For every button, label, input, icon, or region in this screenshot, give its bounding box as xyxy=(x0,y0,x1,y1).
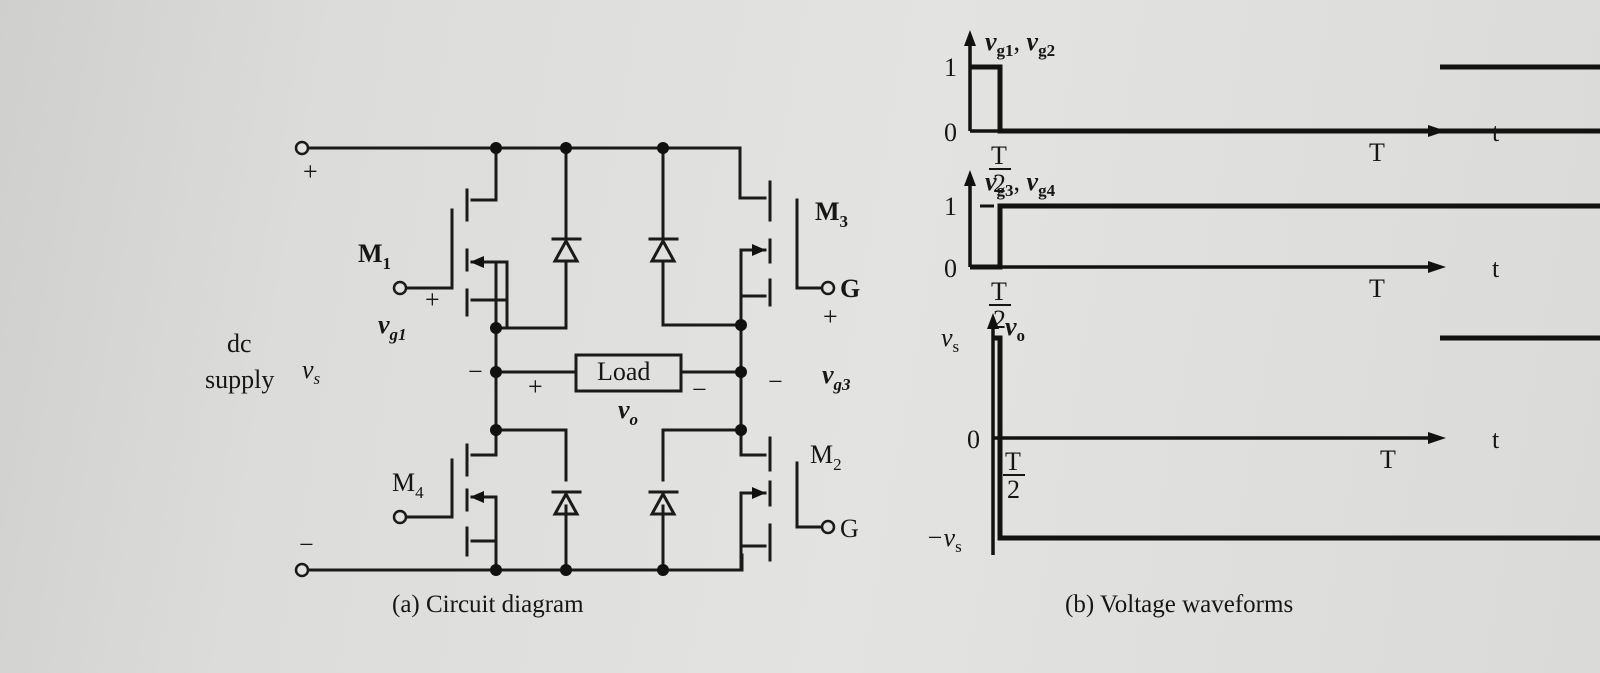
transistor-m3 xyxy=(738,180,836,432)
junction-dots xyxy=(490,142,747,576)
gate-terminal-m2: G xyxy=(840,514,859,543)
transistor-m2 xyxy=(739,428,836,572)
transistor-m4 xyxy=(392,428,568,572)
y-axis-arrow-3 xyxy=(987,313,999,329)
x-tick-half-num-2: T xyxy=(991,277,1007,306)
gate-terminal-m3: G xyxy=(840,274,860,303)
label-m4: M4 xyxy=(392,468,424,502)
supply-plus-sign: + xyxy=(303,157,318,186)
x-tick-half-den-3: 2 xyxy=(1007,475,1020,504)
y-tick-vs: vs xyxy=(941,323,959,356)
y-tick-neg-vs: −vs xyxy=(926,523,962,556)
waveforms-caption: (b) Voltage waveforms xyxy=(1065,591,1293,618)
waveform-3 xyxy=(993,335,1600,541)
bleed-through-text xyxy=(150,40,1550,41)
transistor-m1 xyxy=(392,188,509,330)
diode-d3 xyxy=(648,146,742,327)
positive-rail xyxy=(306,146,742,187)
supply-label-dc: dc xyxy=(227,329,252,358)
y-axis-arrow-2 xyxy=(964,170,976,186)
ylabel-2: vg3, vg4 xyxy=(985,167,1056,200)
x-tick-half-num-3: T xyxy=(1005,447,1021,476)
load xyxy=(494,353,743,393)
circuit-caption: (a) Circuit diagram xyxy=(392,591,584,618)
ylabel-3: vo xyxy=(1005,312,1025,345)
diode-d2 xyxy=(648,428,743,572)
supply-label-supply: supply xyxy=(205,365,274,394)
xlabel-t-2: t xyxy=(1492,254,1500,283)
diode-d1 xyxy=(494,146,582,330)
x-tick-T-2: T xyxy=(1369,274,1385,303)
ylabel-1: vg1, vg2 xyxy=(985,27,1055,60)
load-minus: − xyxy=(692,375,707,404)
xlabel-t-1: t xyxy=(1492,118,1500,147)
gate-plus-m3: + xyxy=(823,302,838,331)
waveform-2 xyxy=(970,203,1600,270)
load-label: Load xyxy=(597,357,650,386)
gate-plus-m1: + xyxy=(425,285,440,314)
x-tick-T-3: T xyxy=(1380,445,1396,474)
xlabel-t-3: t xyxy=(1492,425,1500,454)
load-left-minus: − xyxy=(468,357,483,386)
label-vg3: vg3 xyxy=(822,360,851,394)
y-tick-1-plot-2: 1 xyxy=(944,192,957,221)
y-axis-arrow-1 xyxy=(964,30,976,46)
y-tick-0-plot-2: 0 xyxy=(944,254,957,283)
x-axis-arrow-3 xyxy=(1428,432,1446,444)
label-vg1: vg1 xyxy=(378,310,407,344)
x-tick-half-den-1: 2 xyxy=(993,169,1006,198)
load-plus: + xyxy=(528,372,543,401)
supply-minus-sign: − xyxy=(299,530,314,559)
label-vs: vs xyxy=(302,355,321,388)
circuit-diagram: + − M1 + vg1 dc supply vs − + Load − − v… xyxy=(205,140,860,618)
gate-minus-m3: − xyxy=(768,367,783,396)
label-m2: M2 xyxy=(810,440,842,474)
diode-d4 xyxy=(551,490,582,516)
x-axis-arrow-2 xyxy=(1428,261,1446,273)
negative-supply-terminal xyxy=(294,562,310,578)
label-vo: vo xyxy=(618,395,638,429)
y-tick-0-plot-3: 0 xyxy=(967,425,980,454)
left-leg-wire xyxy=(470,146,498,572)
waveform-1 xyxy=(970,64,1600,134)
negative-rail xyxy=(306,553,744,572)
y-tick-0-plot-1: 0 xyxy=(944,118,957,147)
label-m3: M3 xyxy=(815,197,848,231)
label-m1: M1 xyxy=(358,239,391,273)
x-tick-half-num-1: T xyxy=(991,141,1007,170)
positive-supply-terminal xyxy=(294,140,310,156)
x-tick-T-1: T xyxy=(1369,138,1385,167)
y-tick-1-plot-1: 1 xyxy=(944,53,957,82)
